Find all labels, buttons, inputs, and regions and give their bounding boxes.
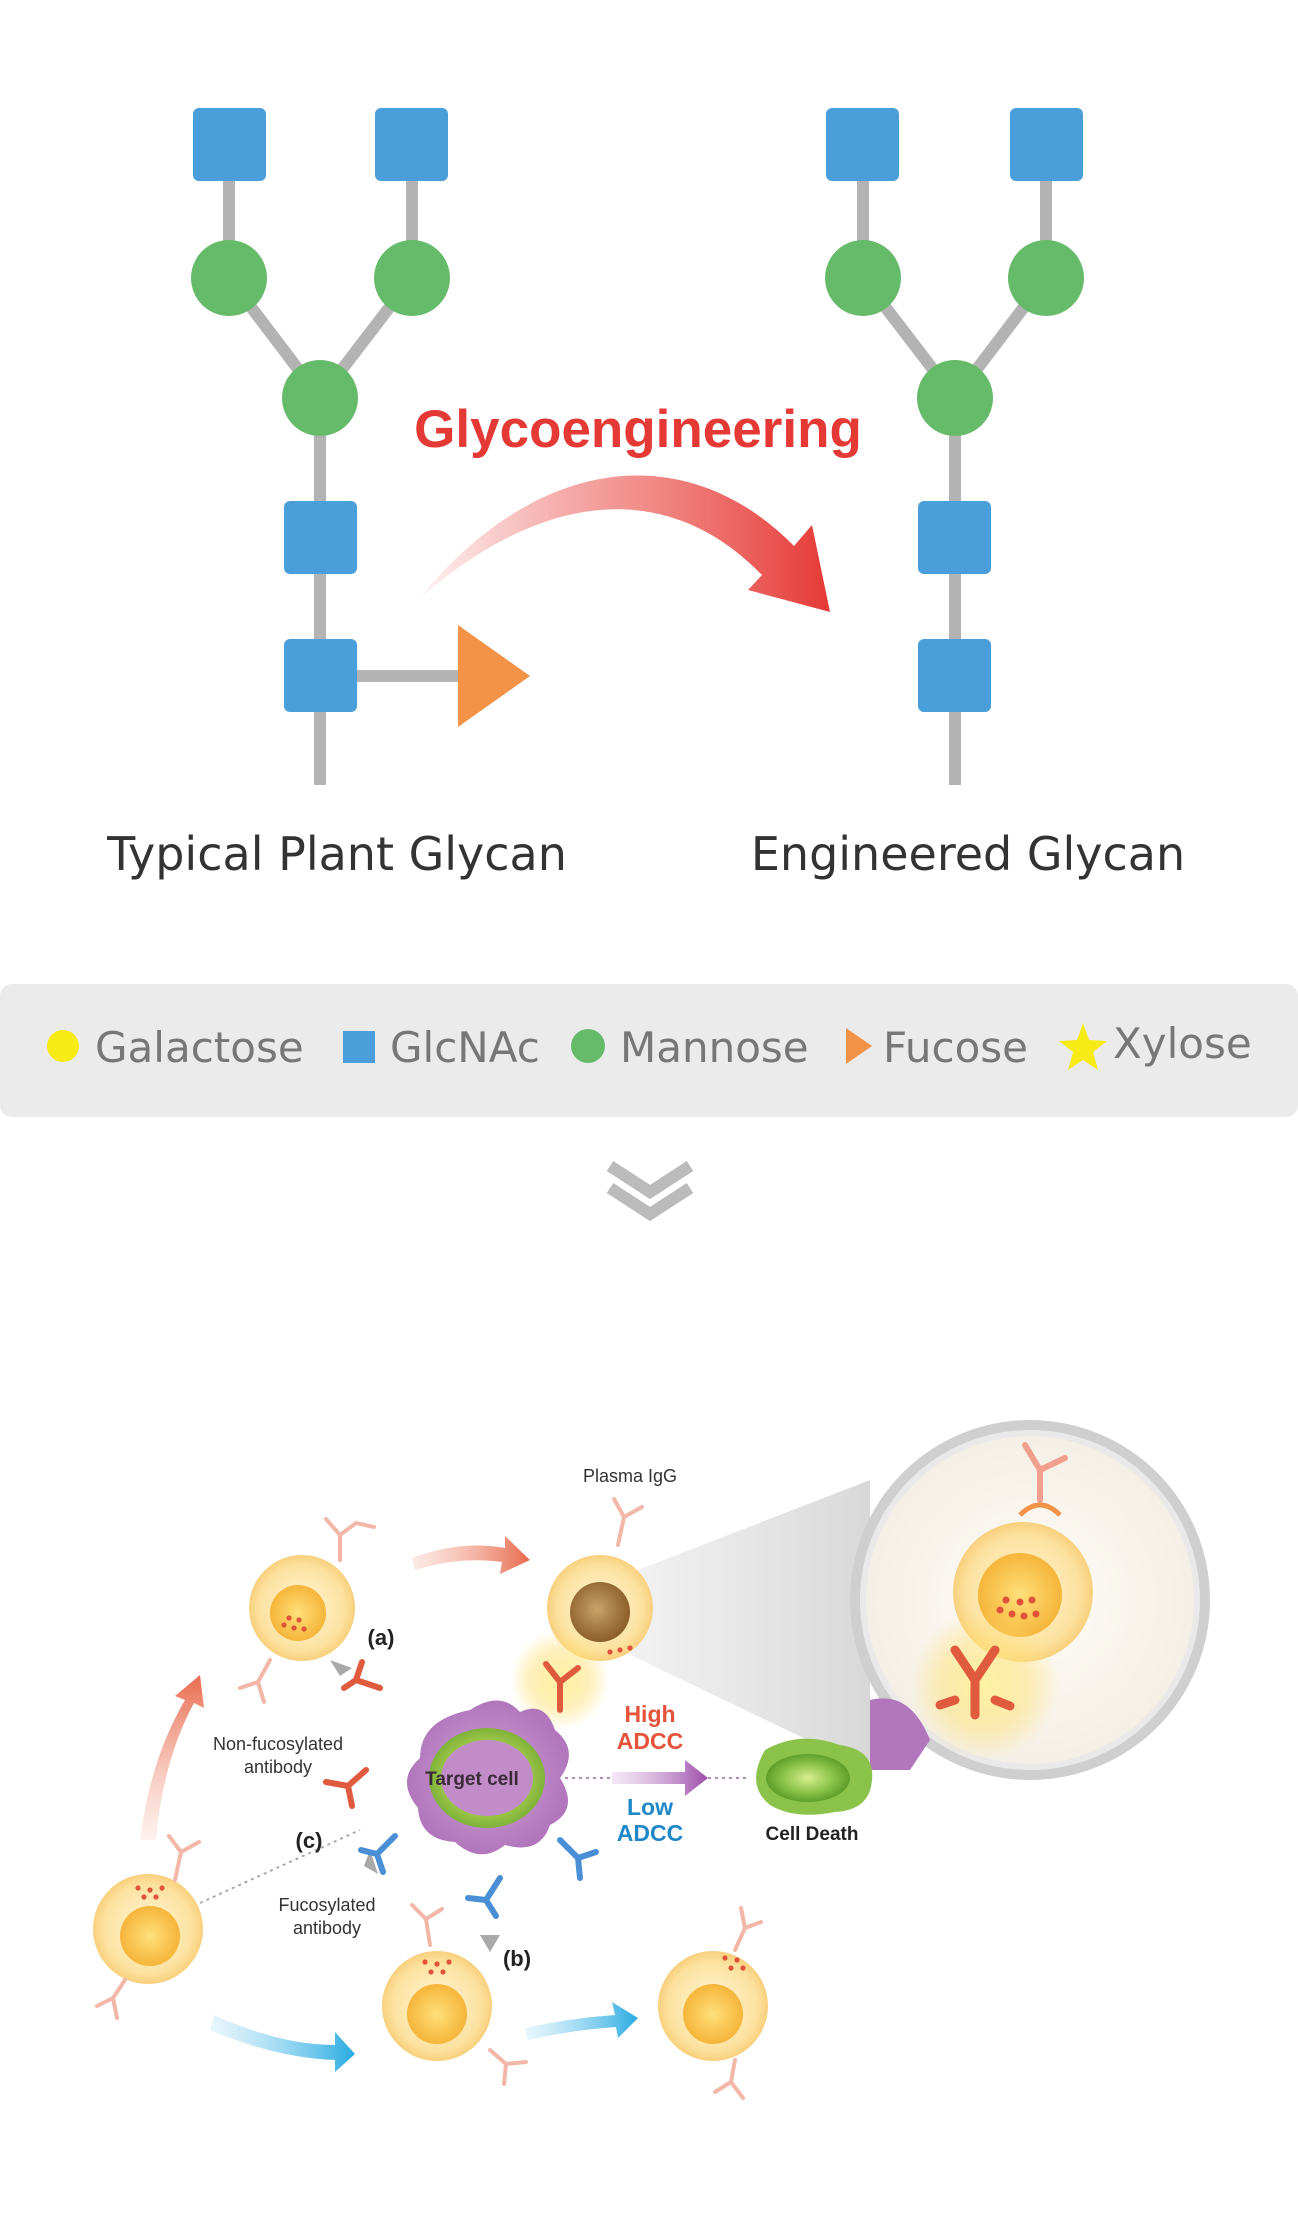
target-cell: Target cell	[406, 1700, 569, 1855]
mannose-circle	[1008, 240, 1084, 316]
typical-plant-glycan-caption: Typical Plant Glycan	[106, 827, 567, 881]
engineered-glycan	[825, 108, 1084, 785]
legend-fucose: Fucose	[883, 1023, 1028, 1072]
blue-arrow-bottom-right	[525, 2002, 638, 2040]
fucose-triangle	[458, 625, 530, 727]
fucosylated-label-1: Fucosylated	[278, 1895, 375, 1915]
plasma-igg-label: Plasma IgG	[583, 1466, 677, 1486]
red-arrow-top	[412, 1536, 530, 1574]
galactose-icon	[47, 1030, 79, 1062]
zoomed-igg-top	[1022, 1442, 1068, 1503]
effector-cell-c	[93, 1874, 203, 1984]
mannose-icon	[571, 1029, 605, 1063]
legend-mannose: Mannose	[620, 1023, 809, 1072]
adcc-diagram: Target cell Plasma IgG (a) (b) (c) Non-f…	[93, 1420, 1210, 2100]
zoomed-antibody	[935, 1645, 1015, 1720]
legend-galactose: Galactose	[95, 1023, 304, 1072]
legend-background	[0, 984, 1298, 1117]
glcnac-square	[375, 108, 448, 181]
legend-xylose: Xylose	[1113, 1019, 1252, 1068]
glycoengineering-arrow	[418, 475, 830, 612]
glcnac-square	[284, 639, 357, 712]
high-adcc-label-1: High	[624, 1701, 675, 1727]
typical-plant-glycan	[191, 108, 530, 785]
fucosylated-antibodies	[358, 1833, 599, 1919]
c-dotted-line	[199, 1829, 361, 1904]
glcnac-square	[918, 639, 991, 712]
double-chevron-down-icon	[606, 1160, 694, 1222]
low-adcc-label-2: ADCC	[617, 1820, 683, 1846]
glcnac-square	[1010, 108, 1083, 181]
non-fucosylated-antibodies	[323, 1659, 581, 1809]
legend-glcnac: GlcNAc	[390, 1023, 540, 1072]
glcnac-square	[193, 108, 266, 181]
zoom-cone	[620, 1480, 870, 1770]
low-adcc-label-1: Low	[627, 1794, 673, 1820]
legend-bar: Galactose GlcNAc Mannose Fucose Xylose	[0, 984, 1298, 1117]
xylose-star-icon	[1059, 1023, 1107, 1070]
fucosylated-label-2: antibody	[293, 1918, 361, 1938]
mannose-circle	[917, 360, 993, 436]
gray-double-arrows	[330, 1660, 500, 1952]
label-a: (a)	[368, 1625, 395, 1650]
glcnac-square	[284, 501, 357, 574]
zoomed-target-cell-edge	[870, 1698, 930, 1770]
mannose-circle	[374, 240, 450, 316]
target-cell-label: Target cell	[425, 1769, 519, 1790]
mannose-circle	[282, 360, 358, 436]
mannose-circle	[191, 240, 267, 316]
pale-antibodies	[95, 1497, 763, 2100]
glcnac-square	[826, 108, 899, 181]
blue-arrow-bottom-left	[210, 2015, 355, 2072]
fucose-icon	[846, 1028, 872, 1064]
effector-cell-a	[249, 1555, 355, 1661]
effector-cell-b2	[658, 1951, 768, 2061]
non-fucosylated-label-2: antibody	[244, 1757, 312, 1777]
dead-cell	[756, 1738, 873, 1815]
high-adcc-label-2: ADCC	[617, 1728, 683, 1754]
magnifier	[850, 1420, 1210, 1780]
glcnac-square	[918, 501, 991, 574]
zoomed-burst	[910, 1610, 1060, 1760]
label-b: (b)	[503, 1946, 531, 1971]
glcnac-icon	[343, 1031, 375, 1063]
engineered-glycan-caption: Engineered Glycan	[751, 827, 1185, 881]
glycoengineering-title: Glycoengineering	[414, 400, 862, 459]
non-fucosylated-label-1: Non-fucosylated	[213, 1734, 343, 1754]
cell-death-label: Cell Death	[766, 1824, 859, 1845]
label-c: (c)	[296, 1828, 323, 1853]
red-arrow-left	[140, 1675, 204, 1840]
mannose-circle	[825, 240, 901, 316]
high-adcc-arrow	[612, 1760, 708, 1796]
effector-cell-b	[382, 1951, 492, 2061]
